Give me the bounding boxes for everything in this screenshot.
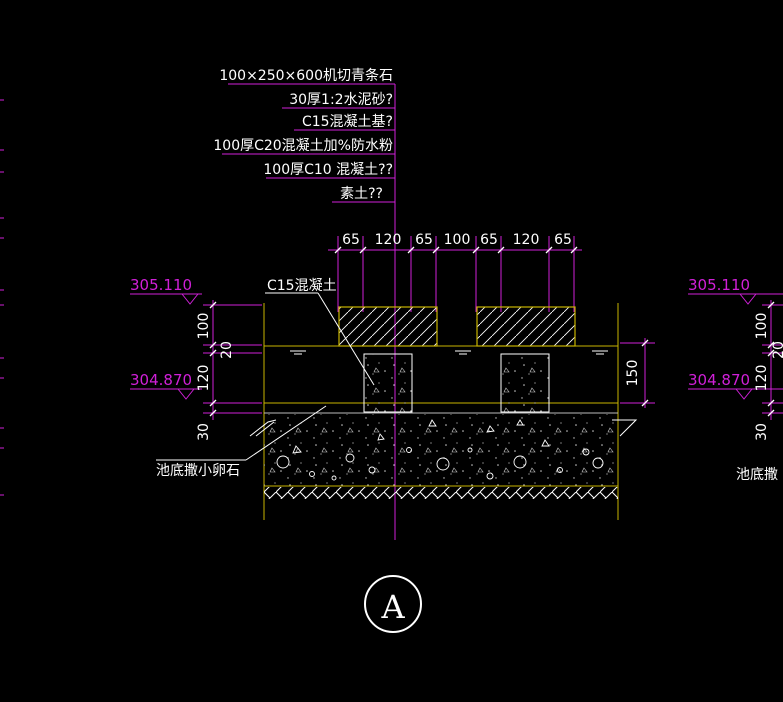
section-letter: A bbox=[380, 588, 405, 626]
right-level-marks bbox=[688, 293, 783, 420]
leader-lines bbox=[156, 292, 375, 461]
callout-soil: 素土?? bbox=[340, 186, 383, 202]
callout-mortar: 30厚1:2水泥砂? bbox=[289, 92, 393, 108]
pier-core-left bbox=[363, 353, 413, 413]
dim-left-30: 30 bbox=[196, 423, 212, 441]
dim-text: 65 bbox=[415, 232, 433, 248]
pebbles-label: 池底撒小卵石 bbox=[156, 463, 240, 479]
callout-texts: 100×250×600机切青条石 30厚1:2水泥砂? C15混凝土基? 100… bbox=[213, 67, 393, 202]
dim-right-side-100: 100 bbox=[754, 313, 770, 340]
top-dimension-texts: 65 120 65 100 65 120 65 bbox=[342, 232, 572, 248]
level-lower-left: 304.870 bbox=[130, 371, 192, 389]
section-symbol: A bbox=[364, 575, 422, 633]
level-upper-left: 305.110 bbox=[130, 276, 192, 294]
compacted-soil bbox=[264, 487, 618, 499]
right-dimension bbox=[620, 338, 655, 408]
dim-text: 100 bbox=[444, 232, 471, 248]
dim-left-100: 100 bbox=[196, 313, 212, 340]
water-marks bbox=[290, 350, 608, 355]
pool-layers bbox=[264, 345, 618, 499]
stone-cap-left bbox=[338, 306, 438, 347]
callout-stone: 100×250×600机切青条石 bbox=[219, 67, 393, 84]
dim-text: 120 bbox=[375, 232, 402, 248]
dim-text: 65 bbox=[342, 232, 360, 248]
callout-c20: 100厚C20混凝土加%防水粉 bbox=[213, 138, 393, 154]
stone-cap-right bbox=[476, 306, 576, 347]
concrete-base bbox=[264, 414, 618, 486]
pebbles-label-right: 池底撒 bbox=[736, 467, 778, 483]
right-dimension-ticks bbox=[641, 339, 649, 407]
c15-label: C15混凝土 bbox=[267, 278, 337, 294]
callout-c15-base: C15混凝土基? bbox=[302, 113, 393, 130]
dim-right-150: 150 bbox=[625, 360, 641, 387]
dim-left-20: 20 bbox=[219, 341, 235, 359]
dim-right-side-30: 30 bbox=[754, 423, 770, 441]
pebbles bbox=[276, 419, 604, 481]
break-marks bbox=[249, 419, 638, 437]
dim-right-side-120: 120 bbox=[754, 365, 770, 392]
dim-left-120: 120 bbox=[196, 365, 212, 392]
left-dimension-ticks bbox=[209, 301, 217, 417]
left-edge-markers bbox=[0, 99, 4, 496]
dim-text: 120 bbox=[513, 232, 540, 248]
level-lower-right: 304.870 bbox=[688, 371, 750, 389]
pier-cores bbox=[363, 353, 550, 413]
dim-right-side-20: 20 bbox=[771, 341, 783, 359]
top-dimension-chain bbox=[328, 236, 582, 312]
dim-text: 65 bbox=[480, 232, 498, 248]
stone-caps bbox=[338, 306, 576, 347]
top-dimension-ticks bbox=[334, 246, 578, 254]
pier-core-right bbox=[500, 353, 550, 413]
dim-text: 65 bbox=[554, 232, 572, 248]
level-upper-right: 305.110 bbox=[688, 276, 750, 294]
right-side-ticks bbox=[767, 301, 775, 417]
callout-c10: 100厚C10 混凝土?? bbox=[263, 162, 393, 178]
left-level-marks bbox=[130, 293, 202, 400]
